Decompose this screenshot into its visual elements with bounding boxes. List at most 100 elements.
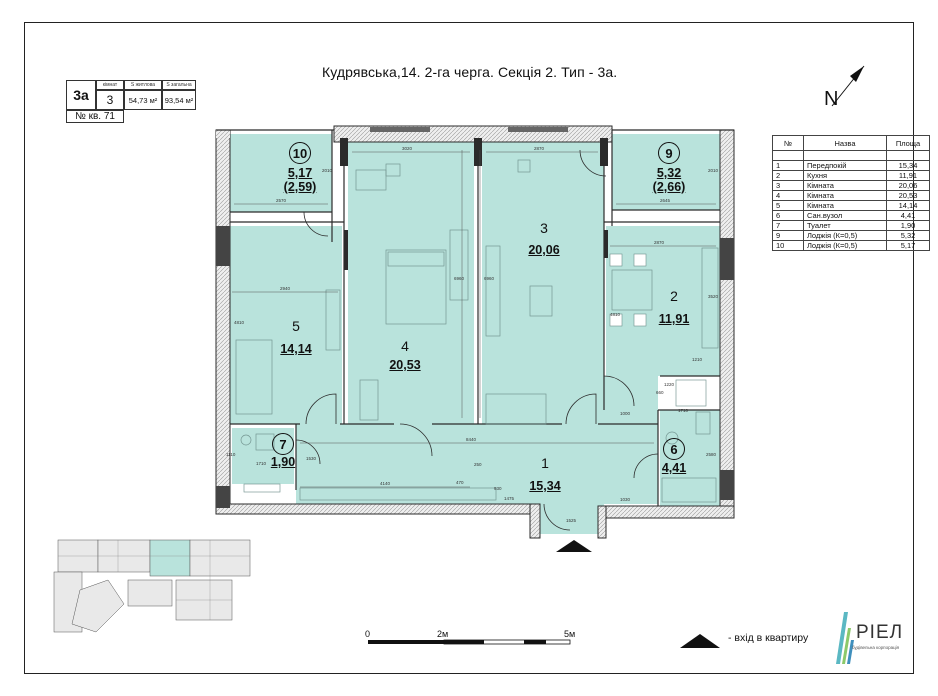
living-area: 54,73 м²	[124, 90, 162, 110]
dim-label: 1475	[504, 496, 515, 501]
bed-room4	[385, 249, 447, 325]
room-fill-loggia-9	[612, 134, 720, 210]
room-3-area: 20,06	[528, 243, 560, 257]
sink-7	[240, 434, 252, 446]
shoe-rack	[243, 483, 281, 493]
wall-right	[719, 129, 735, 519]
room-7-area: 1,90	[270, 455, 296, 469]
room-4-area: 20,53	[389, 358, 421, 372]
room-fill-3	[482, 142, 604, 424]
room-fill-hall	[296, 424, 658, 504]
wardrobe-room4	[449, 229, 469, 301]
dim-label: 1110	[226, 452, 236, 457]
window-left-1	[216, 226, 230, 266]
door-loggia10	[303, 211, 329, 237]
dim-label: 6960	[484, 276, 495, 281]
dim-label: 2010	[322, 168, 333, 173]
dim-label: 660	[656, 390, 664, 395]
kitchen-chair-4	[633, 313, 647, 327]
room-5-area: 14,14	[280, 342, 312, 356]
legend-cell: 5,17	[886, 240, 930, 251]
dim-label: 1710	[678, 408, 689, 413]
dim-label: 2870	[534, 146, 545, 151]
room-10-number: 10	[289, 142, 311, 164]
desk-room5	[325, 289, 341, 351]
kitchen-chair-1	[609, 253, 623, 267]
wall-entry-left	[529, 503, 541, 539]
column-1	[340, 138, 348, 166]
key-block-highlight	[149, 539, 191, 577]
dim-label: 2870	[654, 240, 665, 245]
dim-label: 4810	[610, 312, 621, 317]
key-block-7	[127, 579, 173, 607]
room-2-number: 2	[670, 288, 678, 304]
dim-label: 1710	[256, 461, 267, 466]
dim-label: 8440	[466, 437, 477, 442]
column-5	[604, 230, 608, 258]
toilet-6	[695, 411, 711, 435]
room-10-area: 5,17	[287, 166, 313, 180]
bed-room5	[235, 339, 273, 415]
rug-room3	[485, 393, 547, 425]
dim-label: 1210	[692, 357, 703, 362]
total-area-header: S загальна	[162, 80, 196, 90]
dim-label: 2940	[280, 286, 291, 291]
dim-label: 2010	[708, 168, 719, 173]
key-block-6	[71, 579, 125, 633]
north-label: N	[824, 88, 839, 110]
plan-title: Кудрявська,14. 2-га черга. Секція 2. Тип…	[322, 64, 618, 80]
room-6-number: 6	[663, 438, 685, 460]
door-room6	[633, 453, 659, 479]
dim-label: 6960	[454, 276, 465, 281]
door-room2	[603, 375, 635, 407]
logo-bar-3	[847, 640, 854, 664]
window-left-2	[216, 486, 230, 508]
sofa-room3	[485, 245, 501, 337]
room-fill-4	[348, 142, 474, 424]
logo-name: РІЕЛ	[856, 622, 904, 643]
chair-room3	[517, 159, 531, 173]
wardrobe-hall	[299, 487, 497, 501]
table-room3	[529, 285, 553, 317]
scale-seg-1	[368, 640, 444, 644]
scale-label-zero: 0	[365, 629, 371, 639]
logo-bar-1	[836, 612, 848, 664]
kitchen-chair-3	[609, 313, 623, 327]
door-loggia9	[579, 149, 607, 177]
column-3	[600, 138, 608, 166]
apartment-number: № кв. 71	[66, 110, 124, 123]
room-2-area: 11,91	[658, 312, 690, 326]
total-area: 93,54 м²	[162, 90, 196, 110]
pillows-room4	[387, 251, 445, 267]
room-6-area: 4,41	[661, 461, 687, 475]
logo-tagline: будівельна корпорація	[852, 645, 900, 650]
wall-entry-right	[597, 505, 607, 539]
living-area-header: S житлова	[124, 80, 162, 90]
room-9-number: 9	[658, 142, 680, 164]
apartment-type: 3а	[66, 80, 96, 110]
room-fill-5	[230, 226, 342, 424]
dim-label: 930	[494, 486, 502, 491]
north-arrow-icon	[831, 65, 865, 107]
room-fill-hall-2	[604, 376, 658, 424]
wall-bottom-right	[603, 505, 735, 519]
room-9-area: 5,32	[656, 166, 682, 180]
door-room3	[565, 393, 597, 425]
scale-label-five: 5м	[564, 629, 576, 639]
entry-legend-label: - вхід в квартиру	[728, 632, 809, 644]
dim-label: 1530	[306, 456, 317, 461]
wall-bottom	[215, 503, 541, 515]
logo-mark-icon	[836, 612, 854, 664]
apartment-info: 3а кімнат S житлова S загальна 3 54,73 м…	[66, 80, 196, 124]
washer	[675, 379, 707, 407]
dim-label: 3520	[708, 294, 719, 299]
chair-room4b	[355, 169, 387, 191]
room-fill-2	[606, 226, 720, 376]
dim-label: 1030	[620, 497, 631, 502]
wall-top-left	[216, 130, 230, 138]
kitchen-table	[611, 269, 653, 311]
drawing-frame	[24, 22, 914, 674]
room-1-area: 15,34	[529, 479, 561, 493]
